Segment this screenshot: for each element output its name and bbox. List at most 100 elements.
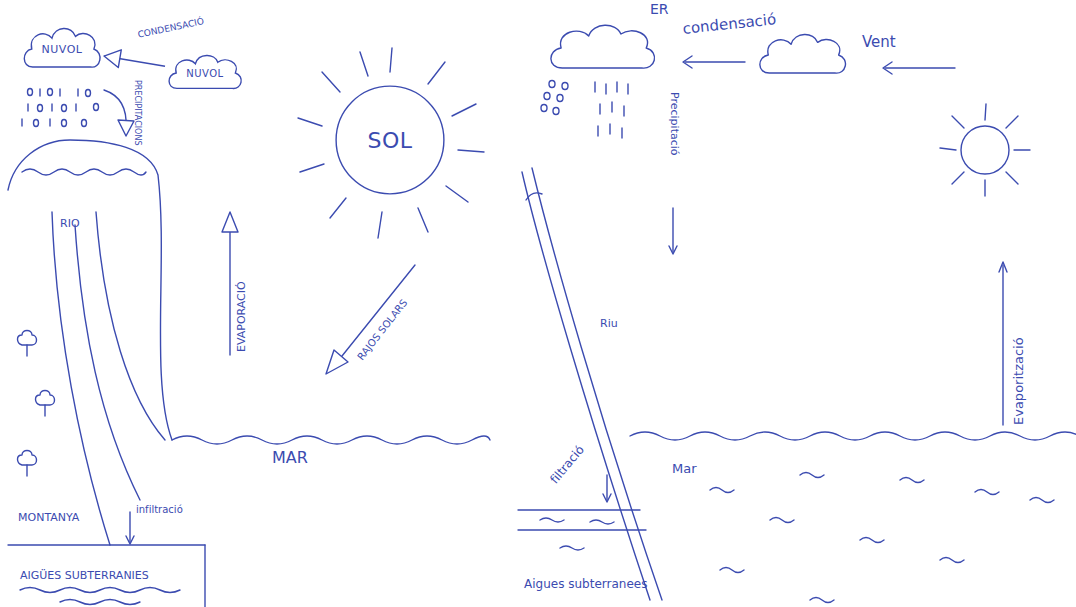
rain-drop	[549, 81, 555, 88]
sea-waves	[710, 473, 1054, 603]
sun-ray	[452, 104, 476, 116]
rain-streak	[605, 84, 606, 94]
rain-drop	[28, 89, 33, 96]
tree	[18, 451, 37, 477]
rain-streak	[621, 128, 622, 138]
sun-ray	[300, 164, 324, 172]
sun-ray	[330, 198, 346, 218]
rain-streak	[59, 89, 60, 96]
river-label: RIO	[60, 218, 80, 229]
process-label: filtració	[548, 443, 586, 485]
sun-disc	[961, 126, 1009, 174]
sea-wave	[900, 478, 924, 483]
area-label: MONTANYA	[18, 512, 79, 523]
rain	[22, 89, 99, 127]
wind-arrow	[885, 67, 955, 68]
rain-drop	[62, 120, 67, 127]
ground-line	[518, 529, 646, 530]
rain-drop	[48, 89, 53, 96]
sun-ray	[428, 62, 445, 84]
ground-line	[8, 544, 205, 545]
cloud: NUVOL	[165, 50, 245, 96]
tree-trunk	[26, 345, 27, 356]
sun	[940, 104, 1030, 196]
sea-wave	[770, 518, 794, 523]
sun-ray	[1006, 116, 1018, 128]
rain-drop	[94, 104, 99, 111]
sun-circle: SOL	[335, 85, 445, 195]
evaporation-arrow	[1002, 265, 1003, 425]
rain-drop	[562, 83, 568, 90]
sun-ray	[446, 186, 468, 202]
connector-line	[104, 56, 165, 66]
note: ER	[650, 2, 669, 16]
sun-ray	[390, 48, 392, 72]
node-text: NUVOL	[42, 43, 83, 56]
cloud-outline	[760, 35, 846, 74]
rain-streak	[21, 119, 22, 126]
ground-line	[204, 545, 205, 607]
rain-streak	[39, 89, 40, 96]
sun-rays	[298, 48, 484, 238]
rain-drop	[82, 120, 87, 127]
infiltration-arrow	[129, 512, 130, 542]
tree-crown	[18, 451, 37, 466]
edge-label: CONDENSACIÓ	[137, 17, 205, 40]
panel-gap	[492, 0, 510, 607]
sea-wave	[800, 473, 824, 478]
sea-wave	[860, 538, 884, 543]
sun-ray	[418, 208, 428, 232]
precipitation-arrow	[672, 208, 673, 252]
connector	[104, 56, 165, 66]
rain-drop	[34, 120, 39, 127]
sun-ray	[298, 118, 322, 126]
evaporation-arrow	[229, 228, 230, 355]
rain-streak	[616, 82, 617, 92]
rain-drop	[62, 105, 67, 112]
rain-drop	[544, 93, 550, 100]
river-bank	[532, 168, 662, 600]
river-bank	[96, 212, 165, 440]
rain-streak	[594, 82, 595, 92]
process-label: EVAPORACIÓ	[236, 281, 247, 352]
arrow-head	[999, 262, 1007, 272]
sea-surface	[172, 436, 490, 444]
tree-trunk	[26, 465, 27, 476]
tree-crown	[18, 331, 37, 346]
sun-ray	[322, 72, 340, 92]
sea-wave	[810, 598, 834, 603]
groundwater-wave	[560, 546, 584, 550]
tree-trunk	[44, 405, 45, 416]
rain-drop	[86, 90, 91, 97]
cloud-shape	[24, 29, 100, 68]
arrow-head	[603, 494, 611, 502]
process-label: PRECIPITACIONS	[133, 80, 141, 145]
process-label: Precipitació	[669, 92, 680, 156]
process-label: Vent	[862, 35, 896, 50]
arrow-head	[883, 62, 892, 74]
groundwater-wave	[540, 518, 564, 522]
tree-crown	[36, 391, 55, 406]
cloud	[760, 35, 846, 74]
arrow-head	[118, 120, 134, 136]
tree	[36, 391, 55, 417]
cloud	[551, 25, 655, 68]
cloud-shape	[169, 56, 241, 89]
circle-shape	[336, 86, 444, 194]
sun-ray	[952, 172, 964, 184]
sea-surface	[630, 432, 1076, 440]
rain-streak	[623, 106, 624, 116]
arrow-head	[669, 246, 677, 254]
arrow-head	[126, 536, 134, 544]
groundwater-wave	[20, 588, 180, 593]
rain-streak	[27, 104, 28, 111]
arrow-head	[222, 212, 238, 232]
filtration-arrow	[606, 475, 607, 500]
sun-ray	[1006, 172, 1018, 184]
rain-drop	[553, 108, 559, 115]
area-label: AIGÜES SUBTERRANIES	[20, 570, 149, 581]
rain-streak	[611, 102, 612, 112]
